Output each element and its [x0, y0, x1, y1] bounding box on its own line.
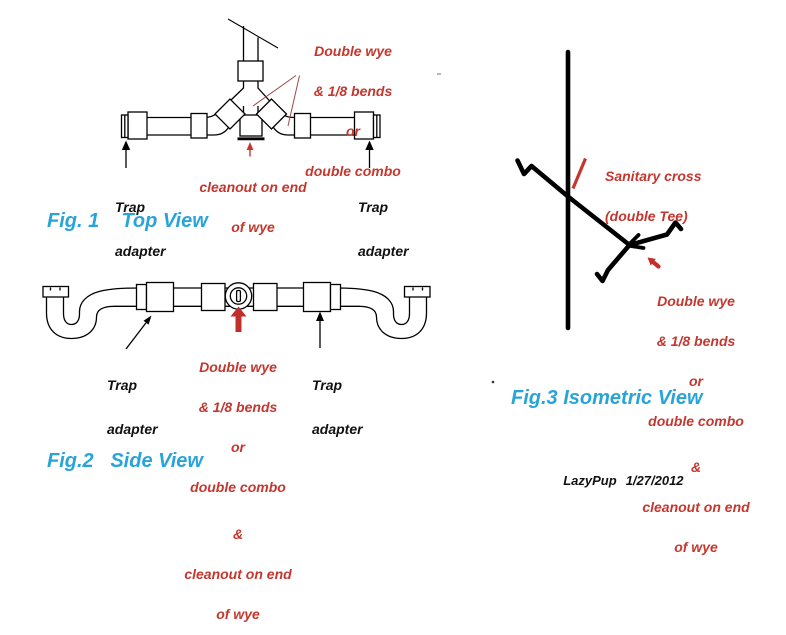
annotation-line: cleanout on end: [184, 565, 292, 582]
fig1-branch-coupling-left: [214, 98, 246, 130]
annotation-line: double combo: [305, 163, 401, 180]
fig3-caption: Fig.3 Isometric View: [511, 387, 703, 409]
annotation-line: & 1/8 bends: [198, 399, 278, 416]
fig1-wye-annotation: Double wye & 1/8 bends or double combo: [305, 18, 401, 192]
label-line: adapter: [107, 420, 158, 437]
label-line: adapter: [312, 420, 363, 437]
annotation-line: of wye: [216, 606, 260, 623]
fig1-drawing: [120, 18, 381, 141]
fig3-upper-branch: [515, 158, 632, 248]
fig2-caption: Fig.2 Side View: [47, 450, 203, 472]
annotation-line: Double wye: [199, 358, 277, 375]
fig1-break-line: [227, 18, 279, 49]
fig2-p-trap-left: [42, 285, 142, 340]
fig3-lower-branch: [594, 242, 632, 284]
credit-name: LazyPup: [563, 473, 617, 488]
fig2-p-trap-right: [331, 285, 431, 340]
fig2-cleanout-cap: [224, 282, 253, 310]
fig3-pointer-arrow: [647, 257, 661, 269]
fig2-trap-arrow-right: [316, 311, 324, 348]
credit-date: 1/27/2012: [625, 473, 684, 488]
annotation-line: &: [690, 458, 702, 475]
author-credit: LazyPup 1/27/2012: [556, 458, 684, 488]
fig3-sanitary-cross-annotation: Sanitary cross (double Tee): [605, 143, 702, 237]
stray-dash: [437, 73, 441, 75]
label-line: adapter: [358, 242, 409, 259]
annotation-line: cleanout on end: [199, 178, 307, 195]
annotation-line: double combo: [648, 413, 744, 430]
annotation-line: or: [231, 439, 245, 456]
annotation-line: (double Tee): [605, 208, 688, 225]
annotation-line: Double wye: [657, 292, 735, 309]
fig1-cleanout-arrow: [246, 142, 254, 157]
annotation-line: cleanout on end: [642, 498, 750, 515]
annotation-line: or: [689, 373, 703, 390]
fig3-drawing: [515, 49, 684, 331]
fig2-trap-arrow-left: [125, 315, 152, 350]
fig1-cleanout-annotation: cleanout on end of wye: [199, 154, 306, 248]
fig2-drawing: [42, 281, 431, 340]
fig1-leader-lines: [252, 75, 300, 127]
diagram-page: { "colors": { "red": "#C4372F", "leader_…: [42, 18, 750, 622]
annotation-line: &: [232, 525, 244, 542]
fig3-right-branch: [627, 220, 684, 248]
annotation-line: & 1/8 bends: [313, 83, 393, 100]
fig2-annotation: Double wye & 1/8 bends or double combo &…: [184, 334, 291, 635]
fig1-trap-adapter-right: [372, 114, 381, 139]
fig1-trap-adapter-label-left: Trap adapter: [115, 171, 166, 273]
label-line: Trap: [312, 377, 343, 393]
fig1-trap-adapter-label-right: Trap adapter: [358, 171, 409, 273]
annotation-line: Double wye: [314, 42, 392, 59]
annotation-line: double combo: [190, 479, 286, 496]
annotation-line: Sanitary cross: [605, 167, 702, 184]
fig1-cleanout-stub: [239, 114, 263, 137]
stray-dot: [491, 380, 495, 384]
fig1-trap-arrow-left: [121, 140, 131, 168]
fig2-trap-adapter-label-left: Trap adapter: [107, 349, 158, 451]
fig2-trap-adapter-label-right: Trap adapter: [312, 349, 363, 451]
annotation-line: of wye: [674, 539, 718, 556]
fig3-annotation: Double wye & 1/8 bends or double combo &…: [642, 268, 749, 568]
fig1-branch-coupling-right: [255, 98, 288, 130]
annotation-line: & 1/8 bends: [656, 333, 736, 350]
fig2-pointer-arrow: [230, 306, 247, 332]
annotation-line: or: [345, 123, 360, 140]
fig1-trap-arrow-right: [365, 140, 374, 168]
fig1-caption: Fig. 1 Top View: [47, 210, 208, 232]
label-line: Trap: [107, 377, 138, 393]
annotation-line: of wye: [231, 219, 275, 236]
fig1-trap-adapter-left: [120, 114, 129, 139]
label-line: Trap: [115, 199, 146, 215]
label-line: Trap: [358, 199, 389, 215]
fig3-cross-leader: [571, 157, 587, 190]
label-line: adapter: [115, 242, 166, 259]
pipe-linework: [42, 18, 684, 384]
